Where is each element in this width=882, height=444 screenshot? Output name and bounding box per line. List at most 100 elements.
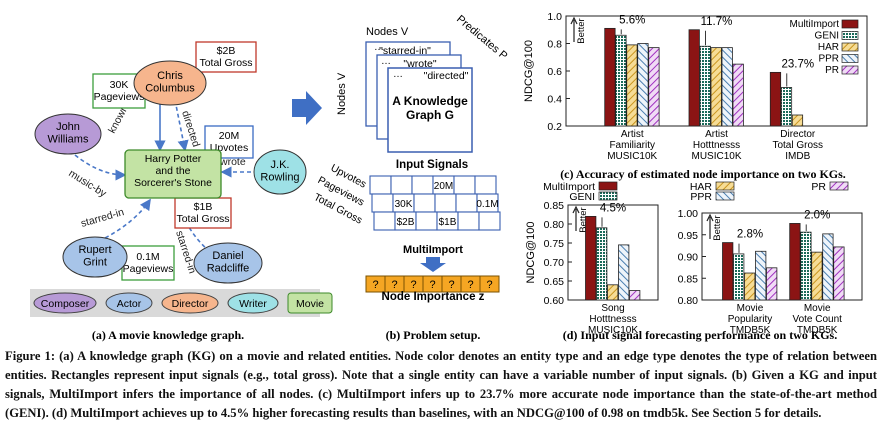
bar-geni — [699, 45, 711, 127]
bar-multiimport — [585, 215, 597, 301]
category-label: MUSIC10K — [607, 151, 657, 162]
importance-label: Node Importance z — [382, 291, 485, 303]
legend-swatch-writer — [227, 292, 279, 314]
caption-d: (d) Input signal forecasting performance… — [563, 328, 837, 342]
y-tick-label: 0.65 — [544, 276, 565, 288]
bar-har — [710, 47, 722, 127]
improvement-annotation: 2.0% — [804, 209, 830, 221]
bar-har — [626, 44, 638, 127]
signal-cell — [457, 211, 480, 231]
legend-swatch-multiimport — [841, 19, 859, 29]
importance-cell-label: ? — [429, 279, 435, 291]
improvement-annotation: 2.8% — [737, 229, 763, 241]
category-label: Movie — [737, 303, 764, 314]
edge-label-music-by: music-by — [66, 167, 109, 200]
category-label: Popularity — [728, 314, 772, 325]
signal-cell — [478, 211, 501, 231]
edge-directed — [174, 99, 189, 152]
slice-label-wrote: "wrote" — [403, 58, 436, 70]
legend-label-director: Director — [172, 298, 209, 310]
legend-d-label-pr: PR — [811, 181, 826, 193]
category-label: Artist — [705, 129, 728, 140]
legend-swatch-actor — [105, 292, 153, 314]
signal-cell — [413, 193, 436, 213]
importance-cell-label: ? — [467, 279, 473, 291]
signal-cell — [369, 175, 392, 195]
y-tick-label: 1.0 — [547, 11, 562, 23]
importance-cell — [479, 275, 500, 293]
method-label: MultiImport — [403, 244, 463, 256]
category-label: MUSIC10K — [588, 325, 638, 336]
y-tick-label: 0.8 — [547, 39, 562, 51]
legend-swatch-composer — [33, 292, 97, 314]
caption-c: (c) Accuracy of estimated node importanc… — [560, 167, 846, 181]
edge-music-by — [74, 154, 127, 181]
node-importance-row: ??????? — [365, 275, 500, 293]
kg-tensor-slices: "starred-in" "wrote" "directed" … … … A … — [365, 41, 473, 153]
y-axis-label: NDCG@100 — [525, 222, 537, 284]
bar-pr — [732, 63, 744, 127]
figure-canvas: known-for directed music-by wrote starre… — [30, 11, 868, 342]
slice-label-directed: "directed" — [424, 70, 469, 82]
importance-cell-label: ? — [372, 279, 378, 291]
better-label: Better — [576, 18, 587, 43]
slice-label-starred-in: "starred-in" — [379, 45, 431, 57]
nodes-v-side-label: Nodes V — [336, 72, 348, 115]
category-label: Familiarity — [609, 140, 655, 151]
category-label: MUSIC10K — [691, 151, 741, 162]
y-tick-label: 0.60 — [544, 295, 565, 307]
legend-label-ppr: PPR — [818, 54, 839, 65]
legend-label-writer: Writer — [239, 298, 267, 310]
category-label: Total Gross — [772, 140, 823, 151]
y-tick-label: 0.85 — [678, 273, 699, 285]
bar-multiimport — [722, 242, 734, 301]
signal-box-pageviews-0-1m — [121, 245, 175, 281]
legend-swatch-movie — [287, 292, 333, 314]
y-tick-label: 0.85 — [544, 200, 565, 212]
node-chris-columbus — [133, 60, 207, 106]
legend-d-label-har: HAR — [690, 181, 713, 193]
legend-label-composer: Composer — [41, 298, 90, 310]
svg-text:…: … — [381, 56, 391, 67]
category-label: Hotttnesss — [693, 140, 740, 151]
node-rupert-grint — [62, 236, 128, 278]
legend-label-actor: Actor — [117, 298, 142, 310]
category-label: Hotttnesss — [589, 314, 636, 325]
legend-label-geni: GENI — [815, 31, 839, 42]
better-label: Better — [712, 215, 723, 240]
node-daniel-radcliffe — [193, 242, 263, 284]
importance-cell-label: ? — [391, 279, 397, 291]
signal-cell — [455, 193, 478, 213]
caption-b: (b) Problem setup. — [386, 328, 481, 342]
improvement-annotation: 5.6% — [619, 14, 645, 26]
svg-text:…: … — [374, 42, 384, 53]
category-label: TMDB5K — [730, 325, 771, 336]
bar-geni — [780, 87, 793, 127]
category-label: TMDB5K — [797, 325, 838, 336]
bar-pr — [648, 47, 660, 127]
better-label: Better — [578, 207, 589, 232]
category-label: Director — [780, 129, 816, 140]
y-tick-label: 0.4 — [547, 94, 562, 106]
improvement-annotation: 4.5% — [600, 202, 626, 214]
bar-geni — [733, 253, 745, 301]
signal-cell — [434, 193, 457, 213]
nodes-v-label: Nodes V — [366, 26, 409, 38]
input-signals-title: Input Signals — [396, 159, 468, 171]
importance-cell-label: ? — [486, 279, 492, 291]
edge-label-starred-in-1: starred-in — [80, 206, 126, 230]
legend-swatch-geni — [841, 31, 859, 40]
signal-cell — [411, 175, 434, 195]
signal-cell-value: $2B — [397, 217, 415, 228]
edge-label-wrote: wrote — [219, 156, 246, 168]
signal-cell-value: 20M — [434, 181, 453, 192]
y-tick-label: 0.80 — [678, 295, 699, 307]
